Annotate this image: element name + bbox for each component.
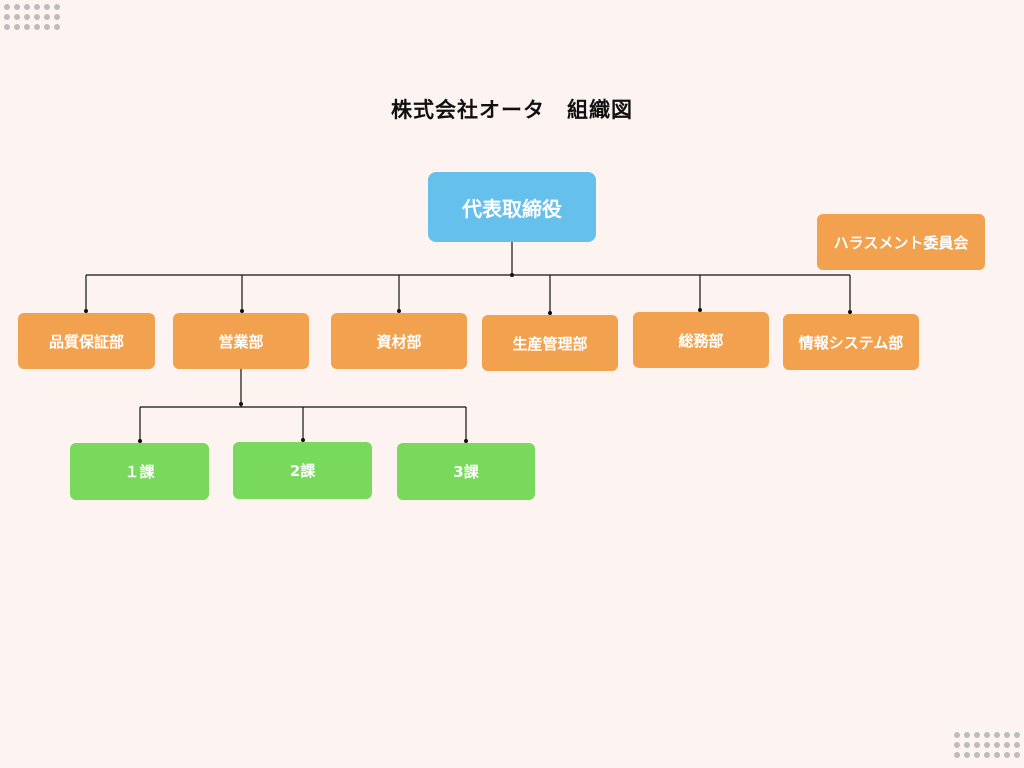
section-label: 3課 — [453, 463, 479, 481]
department-box-sales: 営業部 — [173, 313, 309, 369]
chart-title: 株式会社オータ 組織図 — [391, 98, 633, 122]
decorative-dot — [44, 14, 50, 20]
decorative-dot — [994, 752, 1000, 758]
decorative-dot — [1014, 752, 1020, 758]
connector-dot — [397, 309, 401, 313]
committee-box: ハラスメント委員会 — [817, 214, 985, 270]
decorative-dot — [24, 24, 30, 30]
executive-box: 代表取締役 — [428, 172, 596, 242]
decorative-dot — [994, 742, 1000, 748]
department-box-production-control: 生産管理部 — [482, 315, 618, 371]
department-label: 生産管理部 — [512, 334, 588, 353]
decorative-dot — [1004, 732, 1010, 738]
decorative-dot — [44, 4, 50, 10]
decorative-dot — [994, 732, 1000, 738]
department-label: 情報システム部 — [798, 333, 904, 352]
department-box-general-affairs: 総務部 — [633, 312, 769, 368]
decorative-dot — [1014, 742, 1020, 748]
decorative-dot — [954, 752, 960, 758]
department-box-materials: 資材部 — [331, 313, 467, 369]
decorative-dot — [964, 752, 970, 758]
connector-dot — [848, 310, 852, 314]
decorative-dot — [954, 742, 960, 748]
decorative-dot — [54, 4, 60, 10]
connector-dot — [698, 308, 702, 312]
decorative-dot — [14, 4, 20, 10]
decorative-dot — [44, 24, 50, 30]
decorative-dot — [984, 752, 990, 758]
section-box-2: 2課 — [233, 442, 372, 499]
decorative-dot — [14, 24, 20, 30]
connector-dot — [510, 273, 514, 277]
department-box-information-systems: 情報システム部 — [783, 314, 919, 370]
executive-label: 代表取締役 — [462, 196, 562, 221]
decorative-dot — [34, 4, 40, 10]
decorative-dot — [974, 732, 980, 738]
decorative-dot — [984, 732, 990, 738]
connector-dot — [239, 402, 243, 406]
decorative-dot — [14, 14, 20, 20]
connector-dot — [84, 309, 88, 313]
committee-label: ハラスメント委員会 — [833, 233, 969, 252]
section-box-3: 3課 — [397, 443, 535, 500]
decorative-dots-top-left — [0, 0, 70, 40]
decorative-dot — [1004, 742, 1010, 748]
department-box-quality-assurance: 品質保証部 — [18, 313, 155, 369]
connector-dot — [464, 439, 468, 443]
decorative-dot — [4, 4, 10, 10]
decorative-dot — [954, 732, 960, 738]
decorative-dot — [24, 4, 30, 10]
connector-dot — [301, 438, 305, 442]
decorative-dot — [54, 24, 60, 30]
decorative-dot — [4, 14, 10, 20]
department-label: 総務部 — [678, 331, 724, 350]
section-label: 2課 — [289, 462, 316, 480]
decorative-dots-bottom-right — [950, 728, 1024, 768]
decorative-dot — [964, 732, 970, 738]
decorative-dot — [1004, 752, 1010, 758]
decorative-dot — [54, 14, 60, 20]
decorative-dot — [974, 752, 980, 758]
decorative-dot — [4, 24, 10, 30]
section-label: １課 — [124, 463, 155, 481]
connector-dot — [548, 311, 552, 315]
decorative-dot — [974, 742, 980, 748]
decorative-dot — [34, 24, 40, 30]
decorative-dot — [34, 14, 40, 20]
department-label: 資材部 — [376, 332, 422, 351]
department-label: 品質保証部 — [48, 332, 124, 351]
decorative-dot — [1014, 732, 1020, 738]
department-label: 営業部 — [218, 332, 264, 351]
decorative-dot — [964, 742, 970, 748]
section-box-1: １課 — [70, 443, 209, 500]
connector-dot — [240, 309, 244, 313]
decorative-dot — [24, 14, 30, 20]
connector-dot — [138, 439, 142, 443]
decorative-dot — [984, 742, 990, 748]
